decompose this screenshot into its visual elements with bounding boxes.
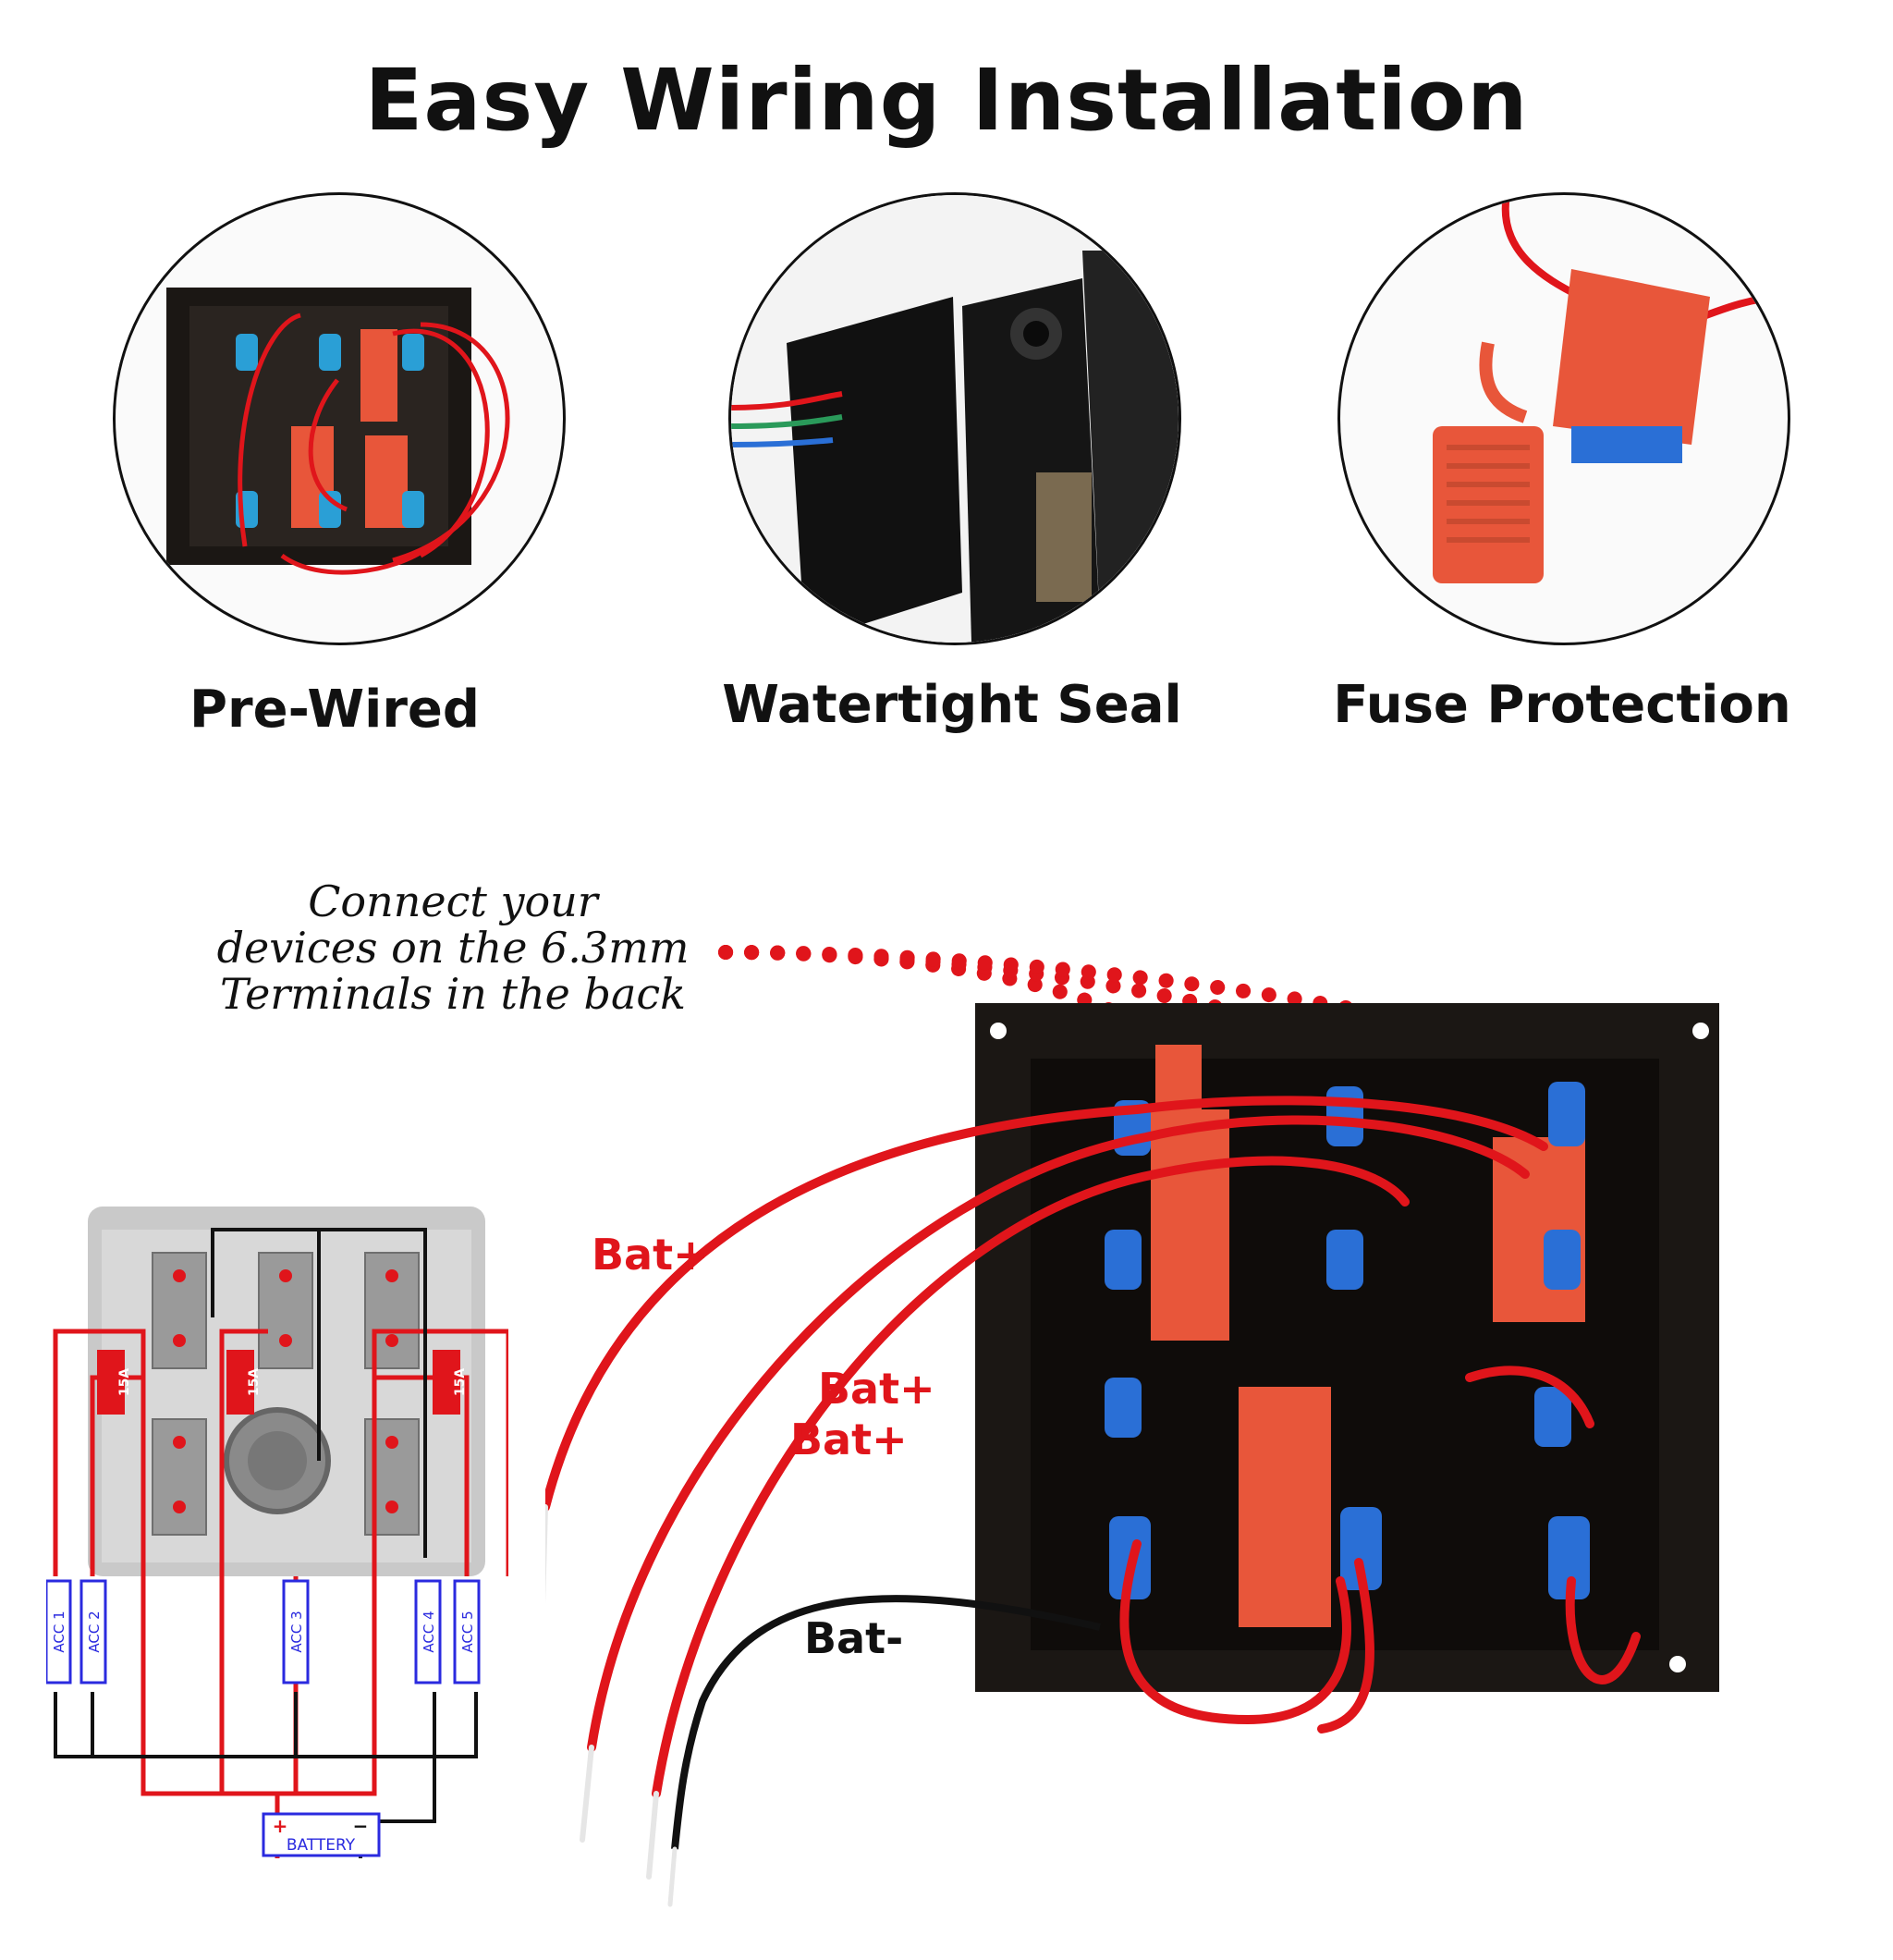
- acc-label-1: ACC 1: [51, 1611, 67, 1652]
- fuse-label-2: 15A: [247, 1368, 262, 1396]
- acc-label-2: ACC 2: [86, 1611, 103, 1652]
- battery-minus: −: [353, 1815, 369, 1837]
- switch-panel-back: [545, 1003, 1719, 1907]
- connection-note: Connect your devices on the 6.3mm Termin…: [213, 878, 693, 1017]
- watertight-seal-label: Watertight Seal: [722, 675, 1182, 735]
- fuse-label-1: 15A: [117, 1368, 132, 1396]
- acc-label-3: ACC 3: [288, 1611, 305, 1652]
- fuse-protection-photo: [1337, 192, 1790, 645]
- bat-plus-label-2: Bat+: [818, 1364, 935, 1414]
- watertight-seal-photo: [728, 192, 1181, 645]
- note-line-3: Terminals in the back: [219, 969, 687, 1019]
- note-line-1: Connect your: [308, 876, 598, 926]
- note-line-2: devices on the 6.3mm: [216, 923, 690, 973]
- fuse-label-3: 15A: [453, 1368, 468, 1396]
- battery-label: BATTERY: [287, 1836, 356, 1855]
- page-title: Easy Wiring Installation: [364, 51, 1529, 150]
- pre-wired-label: Pre-Wired: [189, 680, 480, 740]
- wiring-schematic: 15A 15A 15A ACC 1 ACC 2 ACC 3 ACC 4 ACC …: [46, 1207, 508, 1858]
- battery-plus: +: [273, 1815, 288, 1837]
- acc-label-4: ACC 4: [421, 1611, 437, 1652]
- bat-plus-label-3: Bat+: [790, 1415, 908, 1464]
- acc-label-5: ACC 5: [459, 1611, 476, 1652]
- bat-plus-label-1: Bat+: [592, 1230, 709, 1280]
- bat-minus-label: Bat-: [804, 1613, 904, 1663]
- pre-wired-photo: [113, 192, 566, 645]
- fuse-protection-label: Fuse Protection: [1333, 675, 1791, 735]
